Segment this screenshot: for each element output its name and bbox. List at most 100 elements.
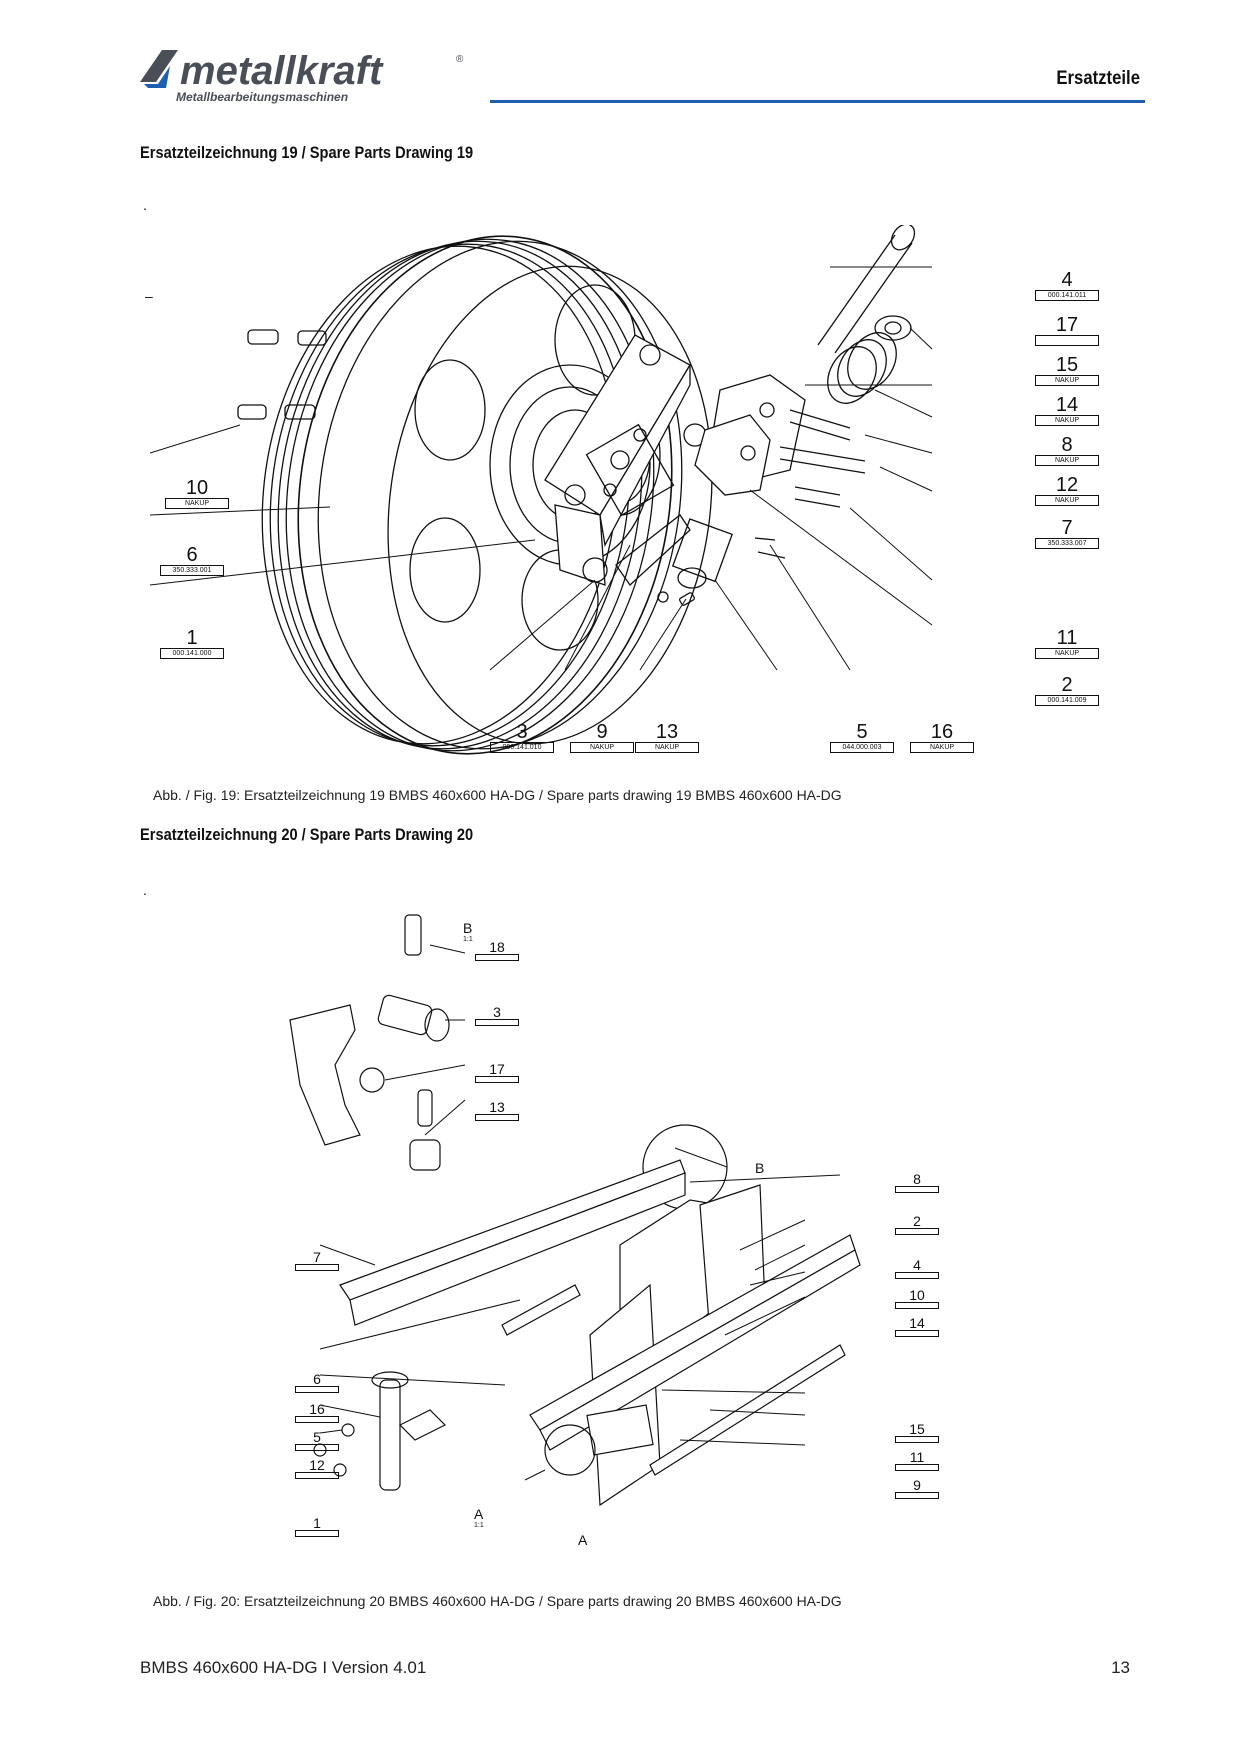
callout-number: 7 — [313, 1249, 321, 1265]
callout-number: 13 — [655, 721, 679, 743]
callout-part-box — [475, 1076, 519, 1083]
detail-b-ref: B — [755, 1160, 765, 1176]
callout-number: 8 — [1061, 434, 1073, 456]
callout-4: 4 — [895, 1258, 939, 1279]
callout-part-number — [1035, 335, 1099, 346]
callout-3: 3 — [475, 1005, 519, 1026]
section-label: Ersatzteile — [1056, 68, 1140, 89]
detail-b-scale: 1:1 — [463, 936, 473, 943]
callout-part-box — [295, 1530, 339, 1537]
callout-14: 14 — [895, 1316, 939, 1337]
callout-part-number: NAKUP — [1035, 495, 1099, 506]
drawing-20-dot: . — [143, 882, 147, 898]
callout-part-number: NAKUP — [635, 742, 699, 753]
detail-a-label: A — [474, 1506, 484, 1522]
callout-number: 4 — [1061, 269, 1073, 291]
callout-part-number: 000.141.011 — [1035, 290, 1099, 301]
pulley-wheel — [261, 235, 713, 755]
callout-part-number: 000.141.009 — [1035, 695, 1099, 706]
detail-a-scale: 1:1 — [474, 1522, 484, 1529]
callout-number: 10 — [909, 1287, 925, 1303]
callout-12: 12 — [295, 1458, 339, 1479]
callout-part-box — [295, 1416, 339, 1423]
callout-part-number: NAKUP — [1035, 455, 1099, 466]
tension-block — [694, 374, 806, 496]
callout-part-number: NAKUP — [1035, 415, 1099, 426]
pin — [404, 914, 422, 956]
side-plate — [289, 1004, 361, 1146]
callout-2: 2 — [895, 1214, 939, 1235]
callout-part-number: 000.141.000 — [160, 648, 224, 659]
long-bolt — [817, 223, 916, 354]
callout-18: 18 — [475, 940, 519, 961]
pivot-post — [379, 1379, 401, 1491]
spring — [827, 346, 877, 404]
detail-a-circle — [544, 1424, 596, 1476]
sensor-bracket — [615, 514, 691, 586]
callout-part-number: NAKUP — [1035, 375, 1099, 386]
callout-17: 17 — [1035, 315, 1099, 346]
callout-number: 6 — [313, 1371, 321, 1387]
socket-screws — [779, 409, 866, 508]
callout-part-box — [475, 1019, 519, 1026]
callout-11: 11 — [895, 1450, 939, 1471]
callout-number: 1 — [186, 627, 198, 649]
callout-part-box — [895, 1272, 939, 1279]
detail-a-ref: A — [578, 1532, 588, 1548]
drawing-19-dash: – — [145, 288, 153, 304]
callout-part-box — [295, 1386, 339, 1393]
drawing-19-heading: Ersatzteilzeichnung 19 / Spare Parts Dra… — [140, 143, 474, 162]
callout-number: 2 — [913, 1213, 921, 1229]
callout-number: 3 — [493, 1004, 501, 1020]
callout-number: 5 — [856, 721, 868, 743]
callout-8: 8 — [895, 1172, 939, 1193]
header-divider — [490, 100, 1145, 103]
callout-9: 9 — [895, 1478, 939, 1499]
callout-number: 14 — [1055, 394, 1079, 416]
logo-subtitle: Metallbearbeitungsmaschinen — [176, 90, 348, 104]
callout-15: 15 — [895, 1422, 939, 1443]
callout-part-number: NAKUP — [570, 742, 634, 753]
callout-number: 1 — [313, 1515, 321, 1531]
callout-number: 15 — [1055, 354, 1079, 376]
callout-number: 12 — [309, 1457, 325, 1473]
callout-number: 16 — [930, 721, 954, 743]
callout-number: 18 — [489, 939, 505, 955]
callout-part-number: NAKUP — [1035, 648, 1099, 659]
drawing-19-caption: Abb. / Fig. 19: Ersatzteilzeichnung 19 B… — [153, 787, 842, 803]
svg-text:®: ® — [456, 54, 464, 65]
callout-number: 2 — [1061, 674, 1073, 696]
callout-part-box — [895, 1228, 939, 1235]
spare-parts-drawing-19 — [149, 223, 1110, 765]
brand-logo: metallkraft ® Metallbearbeitungsmaschine… — [140, 48, 470, 108]
callout-7: 7 — [295, 1250, 339, 1271]
callout-part-box — [295, 1472, 339, 1479]
callout-13: 13 — [475, 1100, 519, 1121]
callout-part-box — [295, 1444, 339, 1451]
callout-16: 16 — [295, 1402, 339, 1423]
callout-number: 13 — [489, 1099, 505, 1115]
callout-number: 15 — [909, 1421, 925, 1437]
callout-part-box — [295, 1264, 339, 1271]
callout-10: 10 — [895, 1288, 939, 1309]
callout-part-box — [895, 1492, 939, 1499]
callout-number: 14 — [909, 1315, 925, 1331]
callout-part-number: 350.333.001 — [160, 565, 224, 576]
callout-number: 9 — [913, 1477, 921, 1493]
callout-number: 5 — [313, 1429, 321, 1445]
callout-part-box — [895, 1436, 939, 1443]
screws-left — [237, 329, 327, 420]
callout-number: 10 — [185, 477, 209, 499]
callout-part-box — [475, 954, 519, 961]
